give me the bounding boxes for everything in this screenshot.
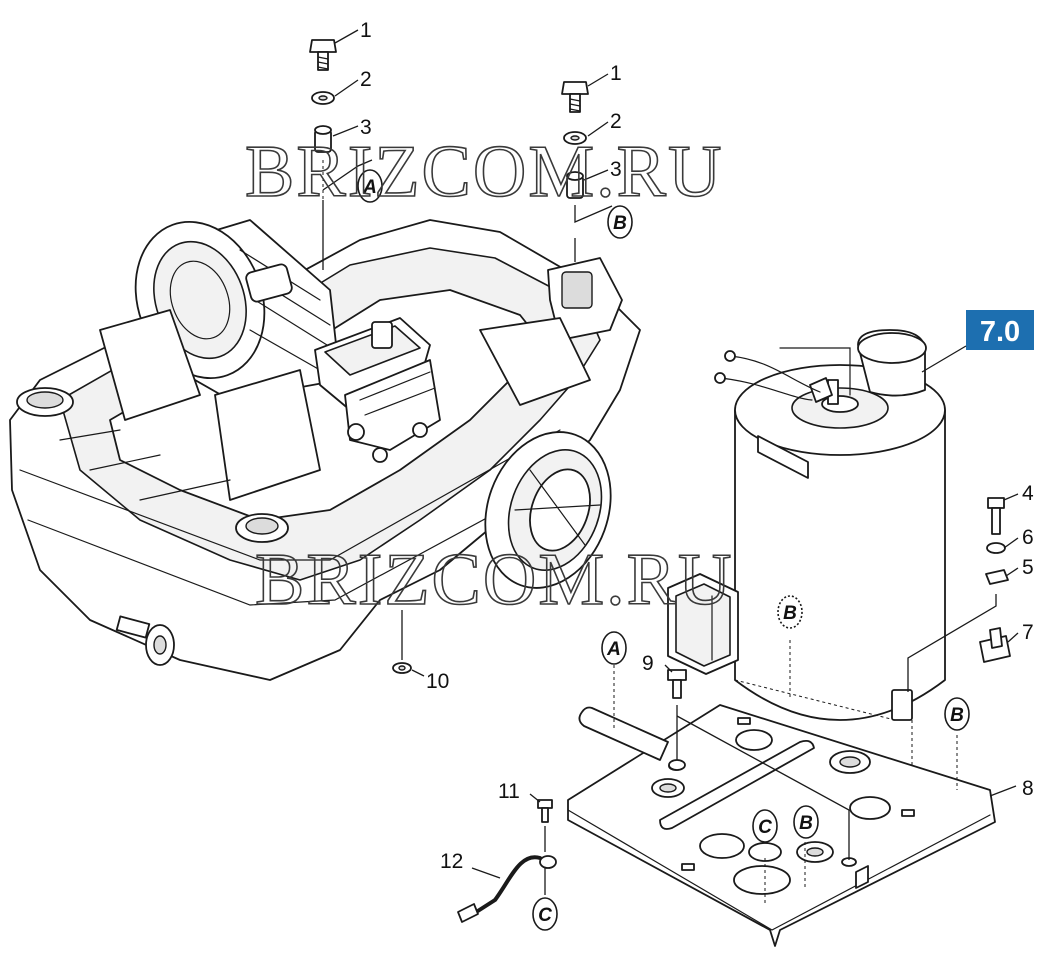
fastener-stack-b (561, 73, 613, 262)
part-number-8: 8 (1022, 777, 1034, 800)
svg-text:A: A (606, 639, 621, 660)
watermark-top: BRIZCOM.RU (245, 131, 723, 213)
section-badge-label: 7.0 (980, 316, 1020, 348)
part-number-6: 6 (1022, 526, 1034, 549)
ref-b-top: B (607, 205, 633, 239)
rear-wheel (484, 431, 612, 589)
screw-icon (537, 799, 553, 823)
washer-icon (986, 542, 1006, 554)
fastener-stack-a (309, 29, 373, 270)
part-number-7: 7 (1022, 621, 1034, 644)
svg-text:B: B (950, 705, 964, 726)
part-number-12: 12 (440, 850, 463, 873)
spacer-sleeve-icon (314, 125, 332, 153)
part-number-5: 5 (1022, 556, 1034, 579)
svg-text:C: C (758, 817, 772, 838)
ref-b-base: B (793, 805, 819, 839)
ref-a-top: A (357, 169, 383, 203)
svg-text:B: B (613, 213, 627, 234)
part-number-1a: 1 (360, 19, 372, 42)
part-number-2a: 2 (360, 68, 372, 91)
clip-nut-icon (985, 569, 1009, 585)
svg-text:A: A (362, 177, 377, 198)
part-number-labels: 1 2 3 1 2 3 4 6 5 7 8 9 10 11 12 (360, 19, 1034, 873)
machine-chassis (9, 219, 641, 681)
part-number-3b: 3 (610, 158, 622, 181)
ref-c-base: C (752, 809, 778, 843)
section-badge: 7.0 (921, 310, 1034, 373)
bolt-icon (987, 497, 1005, 535)
svg-text:B: B (783, 603, 797, 624)
ref-a-base: A (601, 631, 627, 665)
part-number-10: 10 (426, 670, 449, 693)
bolt-icon (309, 39, 337, 71)
bolt-icon (561, 81, 589, 113)
watermark-middle: BRIZCOM.RU (255, 539, 733, 621)
svg-text:B: B (799, 813, 813, 834)
front-caster (115, 615, 175, 666)
part-number-1b: 1 (610, 62, 622, 85)
heater-tank (667, 329, 946, 800)
part-number-2b: 2 (610, 110, 622, 133)
side-vent-box (667, 573, 739, 675)
small-parts-right (907, 493, 1019, 692)
ground-cable (457, 793, 557, 923)
part-number-4: 4 (1022, 482, 1034, 505)
screw-9 (664, 664, 850, 860)
washer-10 (392, 610, 425, 677)
svg-text:C: C (538, 905, 552, 926)
part-number-3a: 3 (360, 116, 372, 139)
spacer-sleeve-icon (566, 171, 584, 199)
part-number-9: 9 (642, 652, 654, 675)
ref-c-cable: C (532, 897, 558, 931)
pump-head (314, 317, 441, 463)
motor-housing (134, 219, 341, 401)
clamp-icon (979, 627, 1011, 663)
ref-b-side: B (944, 697, 970, 731)
section-badge-box (966, 310, 1034, 350)
ref-b-tank: B (777, 595, 803, 629)
part-number-11: 11 (498, 780, 520, 803)
